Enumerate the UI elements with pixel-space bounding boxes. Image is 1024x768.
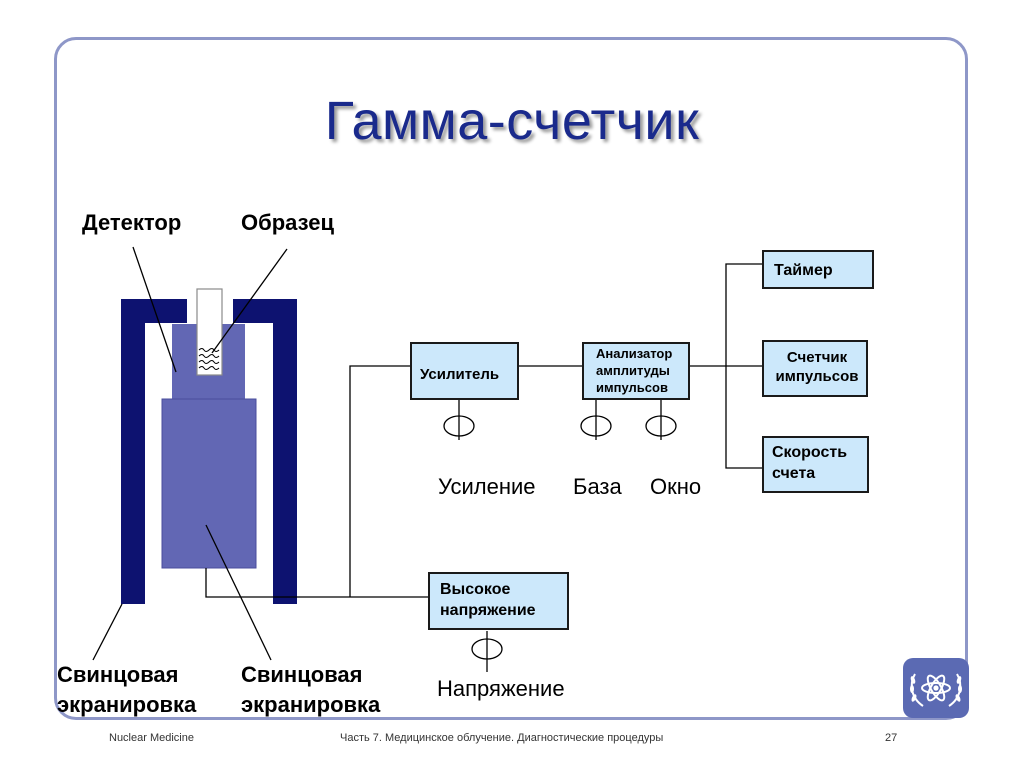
count-rate-label-line2: счета xyxy=(772,465,816,482)
lead-shield-top-left xyxy=(145,299,187,323)
gain-label: Усиление xyxy=(438,474,536,499)
analyzer-label-line1: Анализатор xyxy=(596,346,673,361)
footer-section-title: Часть 7. Медицинское облучение. Диагност… xyxy=(340,732,664,744)
detector-label: Детектор xyxy=(82,210,182,235)
detector-crystal xyxy=(172,324,245,399)
lead-shield-label-right-line2: экранировка xyxy=(241,692,381,717)
lead-shield-right-pointer xyxy=(205,524,272,661)
knob-gain-icon[interactable] xyxy=(443,400,475,440)
lead-shield-label-right-line1: Свинцовая xyxy=(241,662,363,687)
lead-shield-label-right: Свинцовая экранировка xyxy=(241,660,380,720)
slide-frame xyxy=(54,37,968,720)
pulse-counter-block: Счетчик импульсов xyxy=(762,340,868,397)
lead-shield-label-left-line2: экранировка xyxy=(57,692,197,717)
timer-label: Таймер xyxy=(774,262,833,279)
timer-block: Таймер xyxy=(762,250,874,289)
knob-window-icon[interactable] xyxy=(645,400,677,440)
slide-title: Гамма-счетчик xyxy=(324,91,700,151)
sample-liquid xyxy=(198,348,220,370)
analyzer-label-line3: импульсов xyxy=(596,380,668,395)
lead-shield-label-left-line1: Свинцовая xyxy=(57,662,179,687)
voltage-label: Напряжение xyxy=(437,676,565,701)
amplifier-label: Усилитель xyxy=(420,366,500,383)
base-label: База xyxy=(573,474,622,499)
detector-body xyxy=(161,398,257,569)
pulse-height-analyzer-block: Анализатор амплитуды импульсов xyxy=(582,342,690,400)
lead-shield-label-left: Свинцовая экранировка xyxy=(57,660,196,720)
atom-laurel-icon xyxy=(903,658,969,718)
footer-page-number: 27 xyxy=(885,732,898,744)
footer-course-name: Nuclear Medicine xyxy=(109,732,194,744)
detector-pointer xyxy=(132,246,177,373)
sample-pointer xyxy=(211,248,288,354)
counter-label-line2: импульсов xyxy=(775,368,859,385)
lead-shield-left-pointer xyxy=(92,603,123,661)
count-rate-label-line1: Скорость xyxy=(772,444,848,461)
amplifier-block: Усилитель xyxy=(410,342,519,400)
count-rate-block: Скорость счета xyxy=(762,436,869,493)
window-label: Окно xyxy=(650,474,702,499)
analyzer-label-line2: амплитуды xyxy=(596,363,670,378)
high-voltage-block: Высокое напряжение xyxy=(428,572,569,630)
lead-shield-top-right xyxy=(233,299,273,323)
knob-base-icon[interactable] xyxy=(580,400,612,440)
counter-label-line1: Счетчик xyxy=(786,349,848,366)
knob-voltage-icon[interactable] xyxy=(471,631,503,672)
lead-shield-right-wall xyxy=(273,299,297,604)
lead-shield-left-wall xyxy=(121,299,145,604)
high-voltage-label-line2: напряжение xyxy=(440,602,536,619)
signal-wiring xyxy=(205,263,762,598)
high-voltage-label-line1: Высокое xyxy=(440,581,511,598)
sample-label: Образец xyxy=(241,210,335,235)
